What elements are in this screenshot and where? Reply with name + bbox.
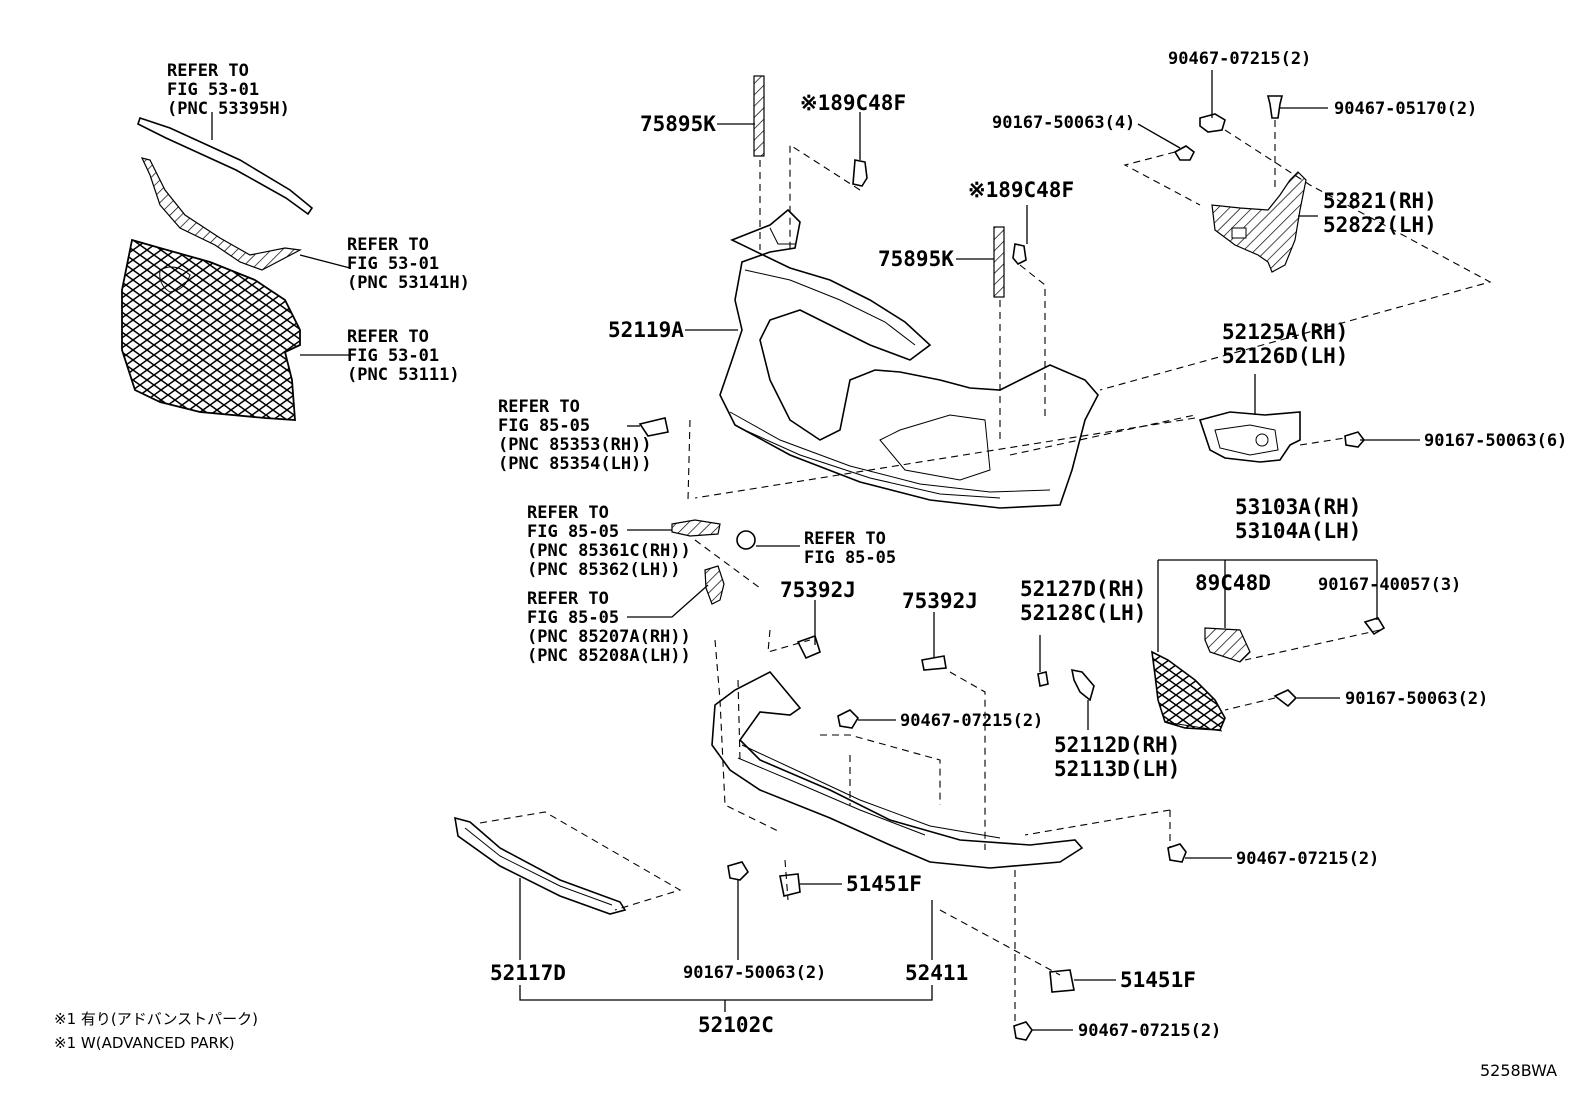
sensor-89c48d [1204,627,1251,663]
screw-90467-05170 [1266,95,1284,119]
label-75895k-mid: 75895K [878,247,954,271]
upper-garnish [140,157,302,271]
label-90467-05170: 90467-05170(2) [1334,99,1477,119]
front-bumper-cover [719,208,1099,509]
clip-90467-07215-top [1199,113,1226,133]
label-52113d: 52113D(LH) [1054,757,1180,781]
label-52821: 52821(RH) [1323,189,1437,213]
footnote-jp: ※1 有り(アドバンストパーク) [54,1010,258,1028]
figure-code: 5258BWA [1480,1061,1557,1080]
refer-85207a: REFER TO FIG 85-05 (PNC 85207A(RH)) (PNC… [527,589,701,666]
lower-spoiler [711,670,1084,869]
refer-to-notes: REFER TO FIG 53-01 (PNC 53395H) REFER TO… [167,61,896,666]
label-51451f-b: 51451F [1120,968,1196,992]
label-52128c: 52128C(LH) [1020,601,1146,625]
refer-53141h: REFER TO FIG 53-01 (PNC 53141H) [347,235,470,293]
label-52112d: 52112D(RH) [1054,733,1180,757]
grille-emblem-mount [159,266,191,293]
clip-90467-07215-right [1167,843,1187,863]
label-90167-50063-2b: 90167-50063(2) [683,963,826,983]
bumper-bracket-top [769,227,795,245]
grille-group [121,116,314,421]
bracket-slot [1231,227,1247,239]
label-89c48f-top: ※189C48F [800,91,906,115]
label-89c48d: 89C48D [1195,571,1271,595]
spacer-52127d [1037,671,1049,687]
bumper-inner-edge [744,269,916,346]
refer-85-05: REFER TO FIG 85-05 [804,529,896,568]
lower-side-grille [1151,650,1226,732]
label-90167-50063-2r: 90167-50063(2) [1345,689,1488,709]
bolt-90167-50063-2r [1273,689,1298,708]
label-52117d: 52117D [490,961,566,985]
label-75895k-top: 75895K [640,112,716,136]
radiator-grille [121,238,301,421]
front-spoiler-strip [454,816,627,915]
seal-strip-mid [993,226,1005,298]
label-51451f-a: 51451F [846,872,922,896]
clip-51451f-b [1049,969,1075,993]
label-52822: 52822(LH) [1323,213,1437,237]
sensor-bracket-mid [1012,243,1027,265]
bumper-lower-lip [729,411,1051,493]
clip-90467-07215-bot [1013,1021,1033,1041]
footnote-en: ※1 W(ADVANCED PARK) [54,1034,235,1052]
bumper-side-retainer [1198,411,1301,463]
refer-53111: REFER TO FIG 53-01 (PNC 53111) [347,327,460,385]
clip-51451f-a [779,873,801,897]
label-90467-07215-mid: 90467-07215(2) [900,711,1043,731]
label-52126d: 52126D(LH) [1222,344,1348,368]
label-90167-50063-4: 90167-50063(4) [992,113,1135,133]
retainer-75392j-b [921,655,947,671]
refer-53395h: REFER TO FIG 53-01 (PNC 53395H) [167,61,290,119]
part-labels: 75895K ※189C48F 90467-07215(2) 90167-500… [490,49,1567,1041]
bolt-90167-50063-2b [727,861,750,881]
seal-strip-top [753,75,765,157]
bumper-side-bracket [1211,171,1307,273]
label-75392j-a: 75392J [780,578,856,602]
footnotes: ※1 有り(アドバンストパーク) ※1 W(ADVANCED PARK) 525… [54,1010,1557,1080]
small-parts [638,75,1386,1041]
bumper-fog-opening [879,414,991,481]
label-89c48f-mid: ※189C48F [968,178,1074,202]
leader-lines [211,70,1420,1031]
label-75392j-b: 75392J [902,589,978,613]
bumper-lower-lip-2 [739,427,1001,499]
sensor-cover-85353 [638,417,669,437]
grommet-85-05 [736,530,756,550]
sensor-holder-85361 [671,519,721,537]
label-53104a: 53104A(LH) [1235,519,1361,543]
label-52125a: 52125A(RH) [1222,320,1348,344]
clip-90467-07215-mid [837,709,860,729]
label-90167-40057: 90167-40057(3) [1318,575,1461,595]
label-52411: 52411 [905,961,968,985]
label-53103a: 53103A(RH) [1235,495,1361,519]
label-90167-50063-6: 90167-50063(6) [1424,431,1567,451]
sensor-bracket-top [852,159,868,187]
label-90467-07215-right: 90467-07215(2) [1236,849,1379,869]
bolt-90167-50063-6 [1344,431,1366,448]
retainer-52112d [1070,668,1095,702]
upper-molding-strip [137,116,314,216]
refer-85361c: REFER TO FIG 85-05 (PNC 85361C(RH)) (PNC… [527,503,701,580]
assembly-lines [479,120,1492,1025]
label-90467-07215-top: 90467-07215(2) [1168,49,1311,69]
label-52119a: 52119A [608,318,684,342]
label-52102c: 52102C [698,1013,774,1037]
label-90467-07215-bot: 90467-07215(2) [1078,1021,1221,1041]
bolt-90167-50063-4 [1173,145,1196,161]
retainer-75392j-a [796,634,821,660]
sensor-85207 [704,565,725,605]
refer-85353: REFER TO FIG 85-05 (PNC 85353(RH)) (PNC … [498,397,662,474]
label-52127d: 52127D(RH) [1020,577,1146,601]
